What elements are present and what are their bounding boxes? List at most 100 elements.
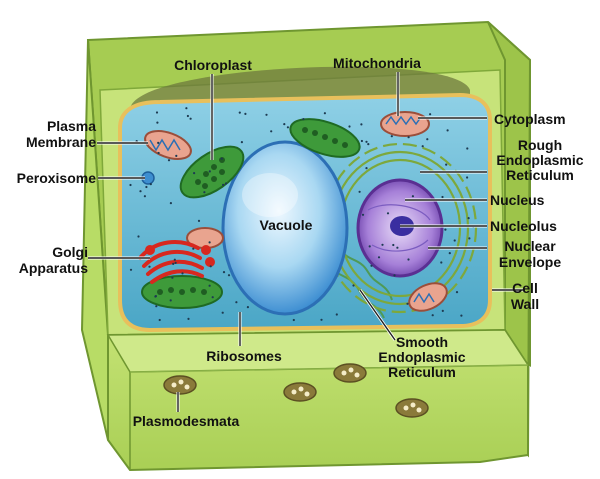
ribosome-dot — [426, 138, 428, 140]
ribosome-dot — [265, 114, 267, 116]
cell-wall-label-line2: Wall — [500, 297, 550, 312]
ribosome-dot — [283, 123, 285, 125]
cell-wall-label-line1: Cell — [500, 281, 550, 296]
ribosome-dot — [137, 235, 139, 237]
ribosome-dot — [130, 269, 132, 271]
ribosome-dot — [159, 319, 161, 321]
ribosome-dot — [412, 195, 414, 197]
ribosome-dot — [429, 113, 431, 115]
ribosome-dot — [168, 159, 170, 161]
golgi-label-line2: Apparatus — [2, 261, 88, 276]
ribosome-dot — [235, 301, 237, 303]
chloroplast-label: Chloroplast — [168, 58, 258, 73]
ribosome-dot — [362, 214, 364, 216]
ribosome-dot — [239, 112, 241, 114]
ribosome-dot — [466, 176, 468, 178]
ribosome-dot — [221, 158, 223, 160]
ribosome-dot — [185, 107, 187, 109]
ribosome-dot — [156, 111, 158, 113]
mitochondrion-top-right — [381, 112, 429, 136]
ribosome-dot — [154, 295, 156, 297]
plasmodesmata-label: Plasmodesmata — [128, 414, 244, 429]
ribosome-dot — [442, 310, 444, 312]
plasmodesma — [396, 399, 428, 417]
plasma-membrane-label-line2: Membrane — [4, 135, 96, 150]
ribosome-dot — [432, 314, 434, 316]
ribosome-dot — [222, 312, 224, 314]
ribosome-dot — [145, 186, 147, 188]
ribosome-dot — [408, 136, 410, 138]
ribosome-dot — [192, 248, 194, 250]
ribosome-dot — [175, 155, 177, 157]
ribosome-dot — [460, 315, 462, 317]
ribosome-dot — [391, 135, 393, 137]
ribosome-dot — [468, 217, 470, 219]
ribosome-dot — [367, 143, 369, 145]
ribosome-dot — [193, 172, 195, 174]
ribosome-dot — [440, 261, 442, 263]
ribosome-dot — [444, 229, 446, 231]
ribosome-dot — [365, 167, 367, 169]
ribosome-dot — [456, 291, 458, 293]
ribosome-dot — [445, 164, 447, 166]
ribosome-dot — [209, 170, 211, 172]
ribosome-dot — [210, 265, 212, 267]
vacuole-label: Vacuole — [250, 218, 322, 233]
ribosome-dot — [225, 182, 227, 184]
ribosome-dot — [270, 130, 272, 132]
ribosome-dot — [209, 285, 211, 287]
ribosome-dot — [129, 184, 131, 186]
ribosome-dot — [406, 303, 408, 305]
plasmodesma — [164, 376, 196, 394]
ribosome-dot — [155, 305, 157, 307]
ribosome-dot — [381, 244, 383, 246]
ribosome-dot — [187, 115, 189, 117]
ribosome-dot — [360, 123, 362, 125]
ribosome-dot — [144, 195, 146, 197]
ribosome-dot — [359, 191, 361, 193]
ribosome-dot — [212, 296, 214, 298]
plasmodesma — [334, 364, 366, 382]
ribosome-dot — [158, 152, 160, 154]
ribosome-dot — [396, 247, 398, 249]
ribosome-dot — [392, 244, 394, 246]
rough-er-label-line1: Rough — [484, 138, 596, 153]
ribosome-dot — [422, 145, 424, 147]
ribosome-dot — [241, 141, 243, 143]
ribosome-dot — [336, 313, 338, 315]
ribosome-dot — [170, 299, 172, 301]
ribosome-dot — [172, 263, 174, 265]
ribosome-dot — [468, 237, 470, 239]
ribosome-dot — [175, 262, 177, 264]
ribosome-dot — [361, 140, 363, 142]
golgi-label-line1: Golgi — [2, 245, 88, 260]
nucleus — [358, 180, 442, 276]
smooth-er-label-line3: Reticulum — [372, 365, 472, 380]
nucleolus-label: Nucleolus — [490, 219, 557, 234]
ribosome-dot — [365, 141, 367, 143]
ribosome-dot — [454, 239, 456, 241]
ribosome-dot — [447, 129, 449, 131]
mitochondria-label: Mitochondria — [322, 56, 432, 71]
ribosome-dot — [320, 319, 322, 321]
peroxisome-label: Peroxisome — [2, 171, 96, 186]
ribosome-dot — [407, 258, 409, 260]
ribosome-dot — [198, 220, 200, 222]
smooth-er-label-line1: Smooth — [372, 335, 472, 350]
ribosome-dot — [209, 241, 211, 243]
cytoplasm-label: Cytoplasm — [494, 112, 566, 127]
ribosome-dot — [139, 190, 141, 192]
ribosome-dot — [302, 118, 304, 120]
ribosome-dot — [370, 265, 372, 267]
ribosome-dot — [150, 183, 152, 185]
ribosome-dot — [293, 319, 295, 321]
ribosome-dot — [171, 277, 173, 279]
plasmodesma — [284, 383, 316, 401]
ribosome-dot — [449, 252, 451, 254]
ribosome-dot — [223, 271, 225, 273]
ribosome-dot — [352, 284, 354, 286]
ribosome-dot — [387, 212, 389, 214]
ribosomes-label: Ribosomes — [196, 349, 292, 364]
ribosome-dot — [203, 191, 205, 193]
ribosome-dot — [228, 274, 230, 276]
